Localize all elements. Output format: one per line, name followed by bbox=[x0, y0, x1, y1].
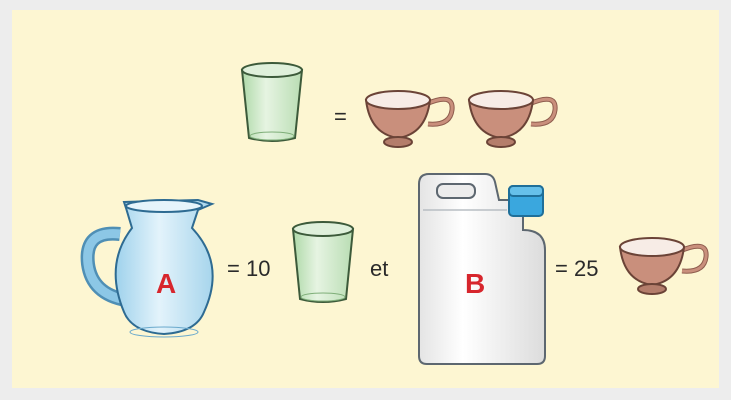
teacup-icon bbox=[362, 88, 462, 150]
illustration-panel: = bbox=[12, 10, 719, 388]
connector-text: et bbox=[370, 256, 389, 281]
canister-label: B bbox=[465, 268, 486, 299]
teacup-icon bbox=[616, 235, 716, 297]
water-jug-icon bbox=[80, 194, 228, 344]
equals-sign: = bbox=[334, 104, 347, 129]
teacup-icon bbox=[465, 88, 565, 150]
glass-icon bbox=[239, 60, 305, 144]
jug-label: A bbox=[156, 268, 177, 299]
jug-equals-text: = 10 bbox=[227, 256, 271, 281]
canister-equals-text: = 25 bbox=[555, 256, 599, 281]
glass-icon bbox=[290, 219, 356, 305]
jerrycan-icon bbox=[415, 170, 551, 366]
